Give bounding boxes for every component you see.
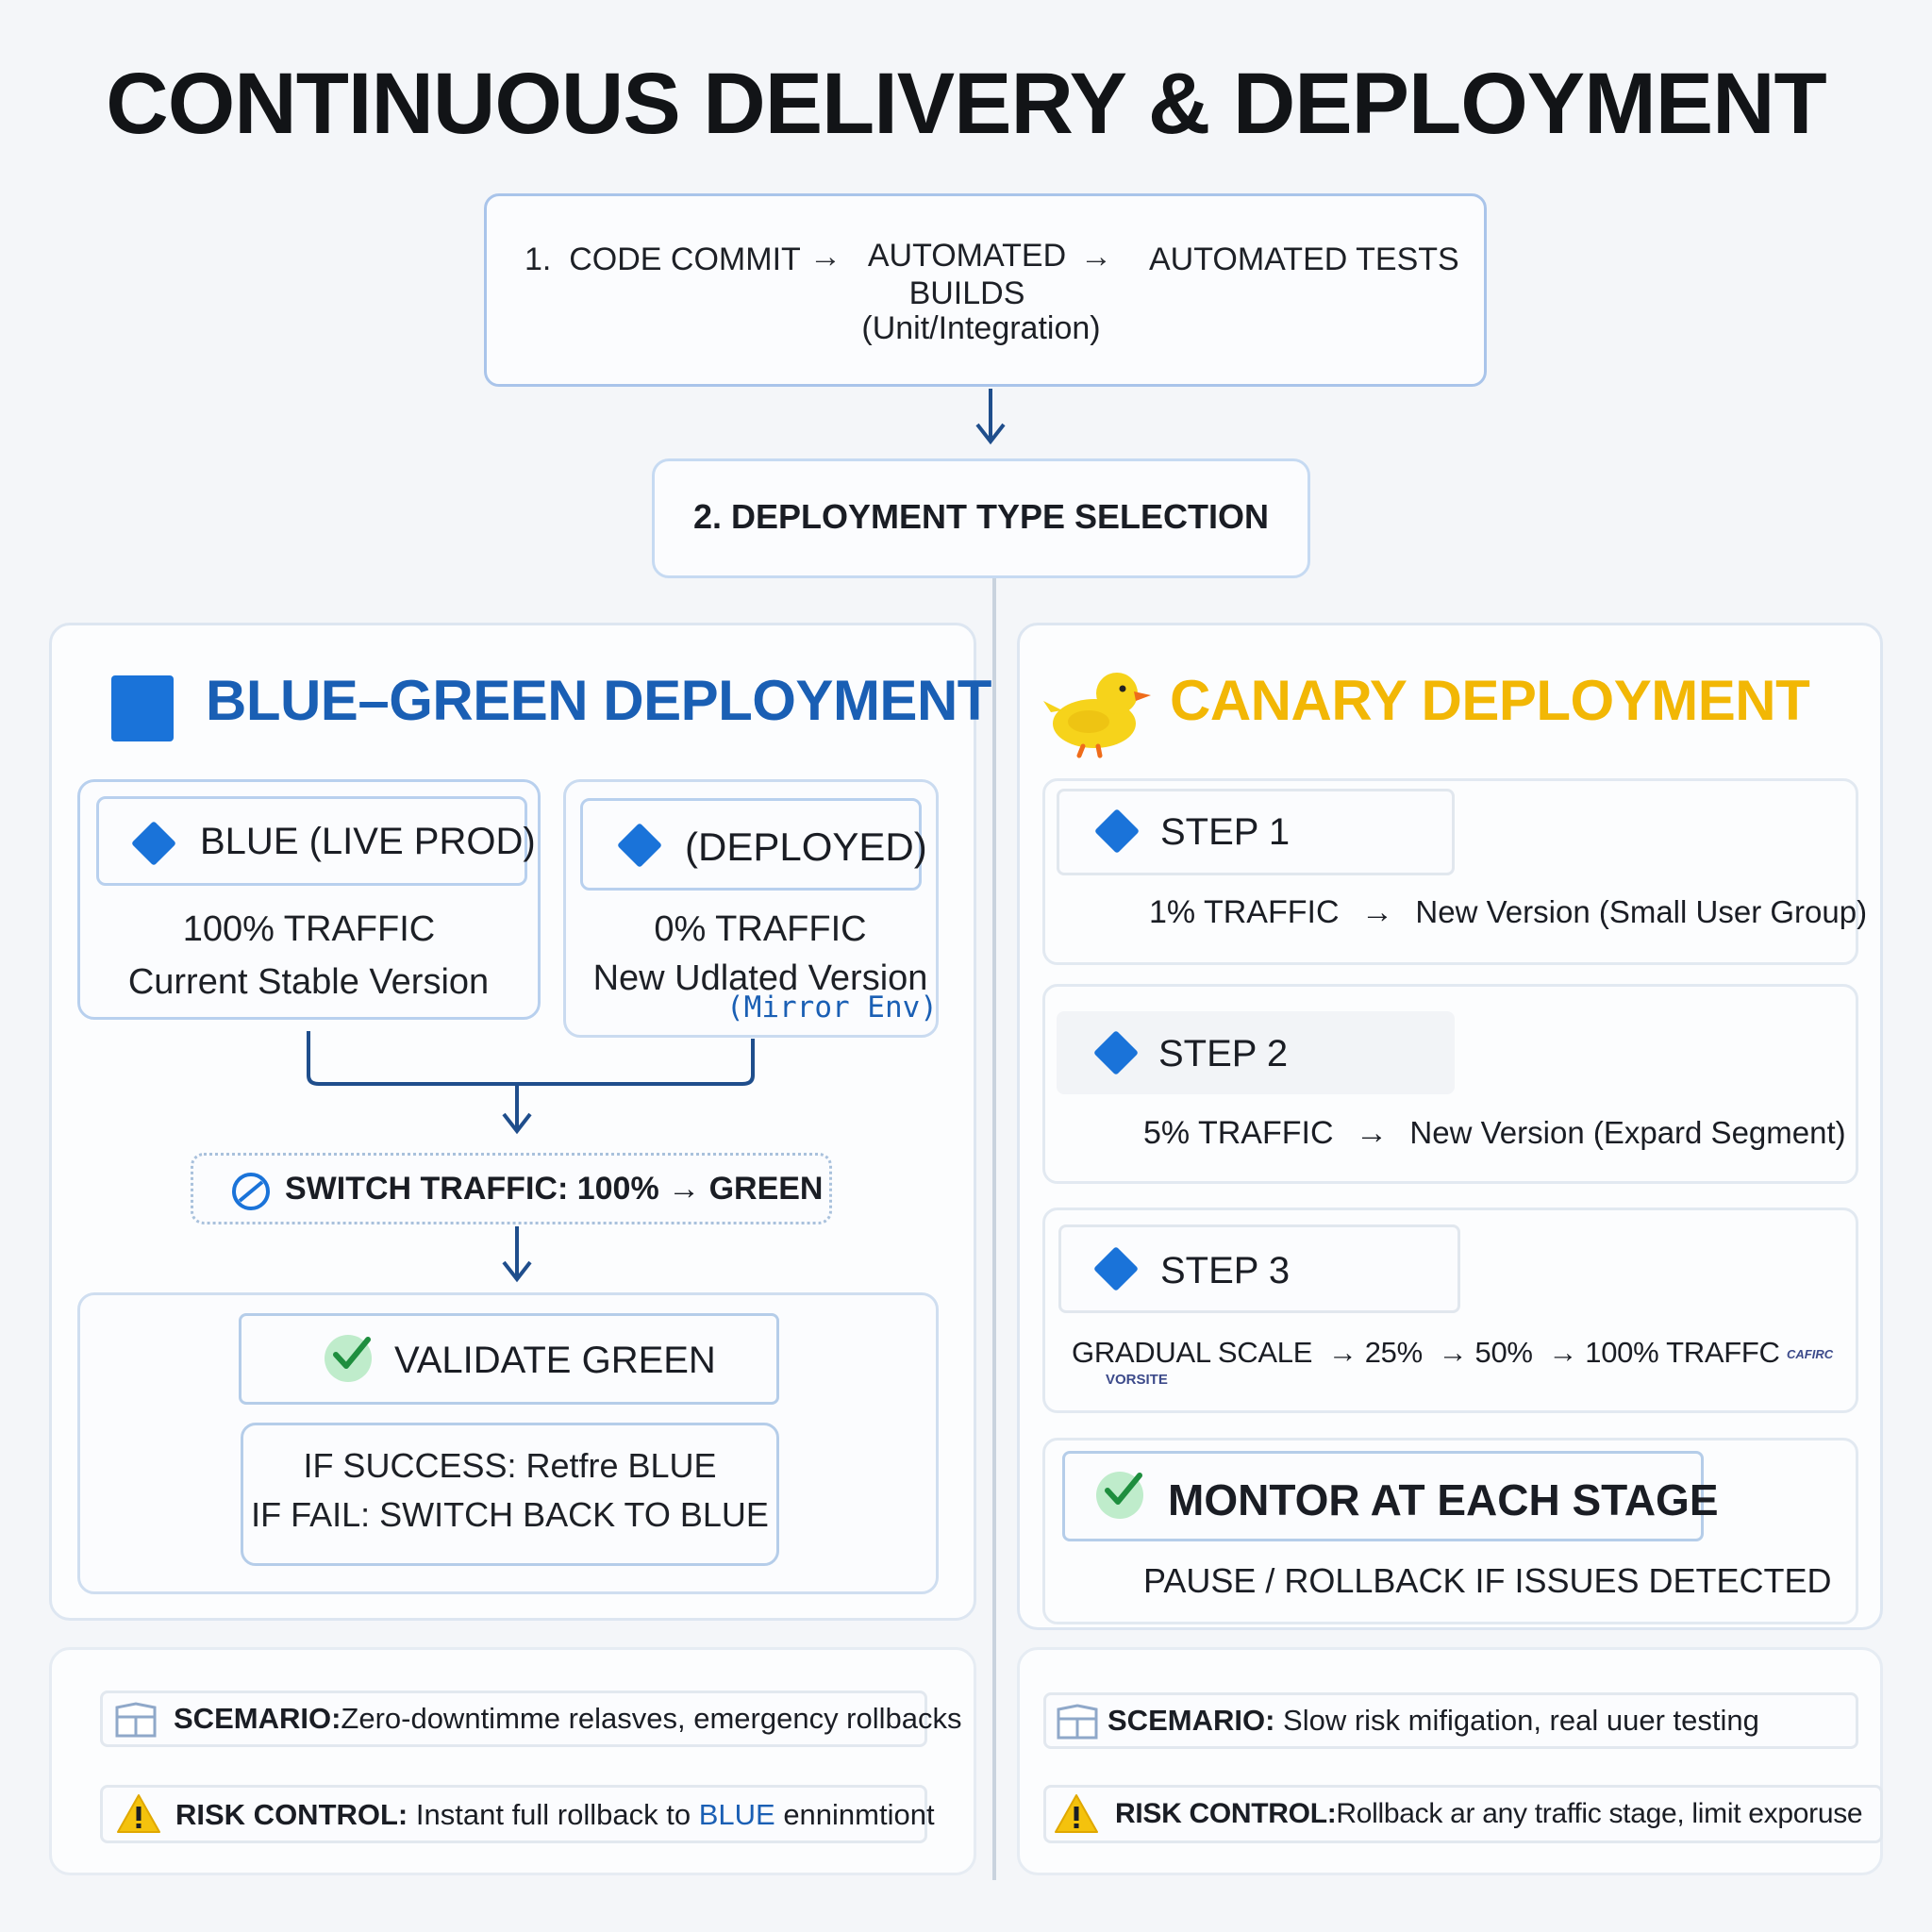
success-outcome: IF SUCCESS: Retfre BLUE <box>303 1446 717 1485</box>
monitor-header <box>1062 1451 1704 1541</box>
deployment-selection-box <box>652 458 1310 578</box>
outcome-box <box>241 1423 779 1566</box>
automated-builds-step: AUTOMATED <box>867 238 1067 274</box>
canary-step3-text: GRADUAL SCALE → 25% → 50% → 100% TRAFFC <box>1072 1336 1780 1369</box>
scenario-label: SCEMARIO: <box>174 1702 341 1735</box>
blue-env-traffic: 100% TRAFFIC <box>182 909 436 949</box>
scenario-box-icon <box>115 1702 157 1738</box>
canary-step3-label: STEP 3 <box>1160 1250 1291 1291</box>
no-entry-icon <box>232 1173 270 1210</box>
warning-icon <box>1055 1794 1098 1833</box>
builds-subtitle: (Unit/Integration) <box>861 310 1101 346</box>
check-icon <box>1105 1473 1142 1505</box>
pipeline-arrow-1: → <box>809 239 841 275</box>
fail-outcome: IF FAIL: SWITCH BACK TO BLUE <box>251 1495 769 1534</box>
deployment-selection-label: 2. DEPLOYMENT TYPE SELECTION <box>692 497 1270 536</box>
canary-step2-row: 5% TRAFFIC → New Version (Expard Segment… <box>1143 1115 1846 1152</box>
green-env-label: (DEPLOYED) <box>685 824 927 869</box>
green-env-desc: New Udlated Version <box>592 958 928 998</box>
warning-icon <box>117 1794 160 1833</box>
blue-env-desc: Current Stable Version <box>127 962 490 1002</box>
canary-step1-desc: New Version (Small User Group) <box>1415 894 1868 929</box>
automated-builds-step-line2: BUILDS <box>908 275 1025 311</box>
risk-value: Rollback ar any traffic stage, limit exp… <box>1336 1798 1863 1829</box>
risk-value-end: enninmtiont <box>774 1798 935 1831</box>
risk-value: Instant full rollback to <box>415 1798 699 1831</box>
risk-value-blue: BLUE <box>698 1798 775 1831</box>
blue-square-icon <box>111 675 174 741</box>
canary-title: CANARY DEPLOYMENT <box>1170 669 1810 732</box>
canary-step3-tiny-right: CAFIRC <box>1787 1347 1834 1361</box>
risk-row <box>100 1785 927 1843</box>
canary-step1-arrow: → <box>1360 894 1393 930</box>
canary-step1-traffic: 1% TRAFFIC <box>1149 894 1340 930</box>
pipeline-arrow-2: → <box>1080 239 1112 275</box>
scenario-text-blue-green: SCEMARIO:Zero-downtimme relasves, emerge… <box>174 1702 962 1736</box>
duck-icon <box>1043 673 1151 758</box>
scenario-text-canary: SCEMARIO: Slow risk mifigation, real uue… <box>1108 1704 1759 1738</box>
risk-text-canary: RISK CONTROL:Rollback ar any traffic sta… <box>1115 1798 1863 1830</box>
switch-traffic-label: SWITCH TRAFFIC: 100% → GREEN <box>285 1171 824 1207</box>
blue-env-label: BLUE (LIVE PROD) <box>200 821 536 862</box>
pause-rollback-text: PAUSE / ROLLBACK IF ISSUES DETECTED <box>1143 1561 1832 1600</box>
canary-step1-label: STEP 1 <box>1160 811 1291 853</box>
green-env-traffic: 0% TRAFFIC <box>654 909 867 949</box>
scenario-row <box>1043 1692 1858 1749</box>
center-divider <box>992 578 996 1880</box>
automated-tests-step: AUTOMATED TESTS <box>1149 242 1459 277</box>
scenario-box-icon <box>1057 1704 1098 1740</box>
risk-label: RISK CONTROL: <box>175 1798 408 1831</box>
check-icon <box>333 1337 371 1369</box>
scenario-value: Slow risk mifigation, real uuer testing <box>1283 1704 1759 1737</box>
green-env-note: (Mirror Env) <box>726 991 938 1024</box>
risk-label: RISK CONTROL: <box>1115 1798 1337 1829</box>
pipeline-box <box>484 193 1487 387</box>
validate-green-label: VALIDATE GREEN <box>394 1340 716 1381</box>
canary-step2-arrow: → <box>1355 1115 1388 1151</box>
canary-step2-desc: New Version (Expard Segment) <box>1409 1115 1846 1150</box>
code-commit-step: 1. CODE COMMIT <box>525 242 801 277</box>
canary-step2-label: STEP 2 <box>1158 1033 1289 1074</box>
canary-step1-row: 1% TRAFFIC → New Version (Small User Gro… <box>1149 894 1867 931</box>
risk-row <box>1043 1785 1883 1843</box>
arrow-down-icon <box>975 389 1006 445</box>
monitor-label: MONTOR AT EACH STAGE <box>1168 1475 1719 1524</box>
risk-text-blue-green: RISK CONTROL: Instant full rollback to B… <box>175 1798 935 1832</box>
arrow-down-icon <box>502 1226 532 1283</box>
scenario-row <box>100 1690 927 1747</box>
canary-step2-traffic: 5% TRAFFIC <box>1143 1115 1334 1151</box>
switch-traffic-box <box>191 1153 832 1224</box>
page-title: CONTINUOUS DELIVERY & DEPLOYMENT <box>106 56 1827 152</box>
merge-connector <box>307 1031 755 1135</box>
scenario-value: Zero-downtimme relasves, emergency rollb… <box>341 1702 962 1735</box>
blue-green-title: BLUE–GREEN DEPLOYMENT <box>206 669 991 732</box>
canary-step3-tiny-below: VORSITE <box>1106 1372 1168 1388</box>
scenario-label: SCEMARIO: <box>1108 1704 1275 1737</box>
